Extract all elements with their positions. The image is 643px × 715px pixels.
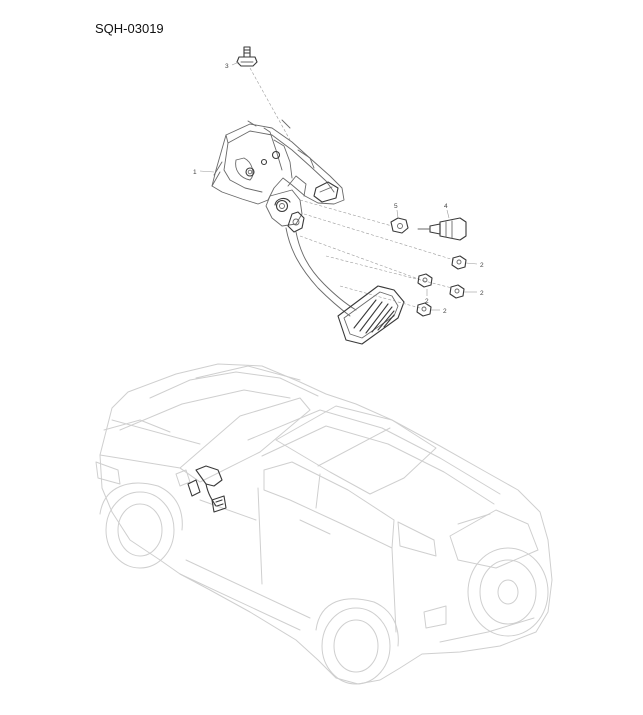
callout-5: 5 <box>394 203 398 210</box>
pedal-arm <box>265 175 357 317</box>
diagram-code: SQH-03019 <box>95 21 164 36</box>
pedal-pad <box>337 285 405 345</box>
part-3-bolt <box>236 46 258 67</box>
part-2-nut-b <box>417 273 433 288</box>
part-5-nut <box>390 217 409 234</box>
pedal-assembly: 1 2 2 2 2 3 4 5 <box>193 46 484 345</box>
pedal-location-highlight <box>187 465 227 513</box>
callout-3: 3 <box>225 63 229 70</box>
callout-2d: 2 <box>443 308 447 315</box>
part-4-switch <box>417 217 467 241</box>
part-2-nut-a <box>451 255 467 270</box>
callout-2a: 2 <box>480 262 484 269</box>
part-2-nut-c <box>449 284 465 299</box>
callout-2b: 2 <box>480 290 484 297</box>
part-1-bracket <box>211 119 345 205</box>
callout-4: 4 <box>444 203 448 210</box>
callout-2c: 2 <box>425 298 429 305</box>
part-2-nut-d <box>416 302 432 317</box>
callout-1: 1 <box>193 169 197 176</box>
vehicle-outline <box>95 363 553 685</box>
